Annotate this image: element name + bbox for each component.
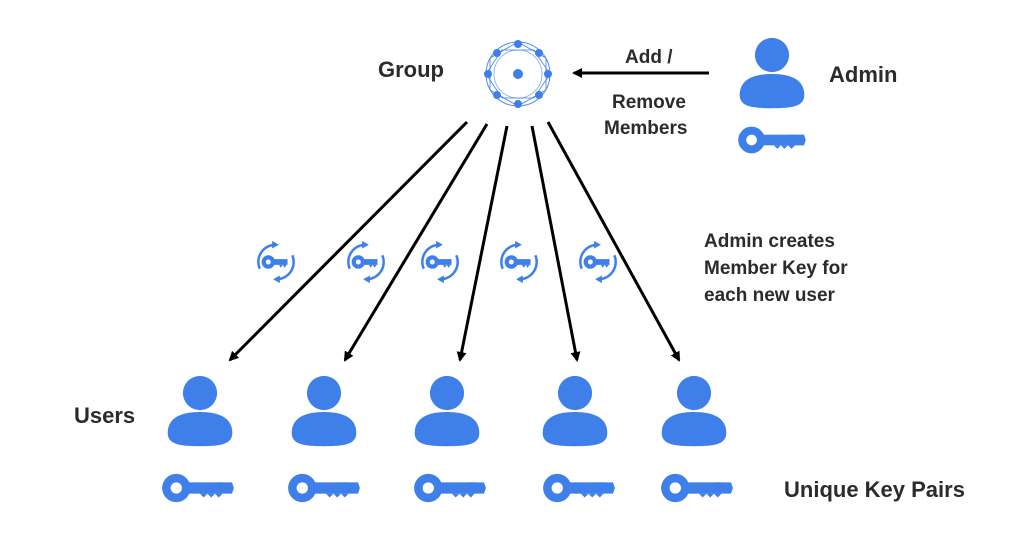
group-to-user-arrow-3 [456,125,509,362]
admin-user-icon [739,37,805,109]
note-line-2: Member Key for [704,258,848,279]
user-icon [167,375,233,447]
edge-label-add: Add / [625,47,673,68]
admin-label: Admin [829,62,897,87]
key-rotation-icon [500,239,538,285]
user-icon [414,375,480,447]
key-icon [288,473,360,503]
group-network-icon [484,40,552,108]
key-rotation-icon [579,239,617,285]
admin-key-icon [738,126,806,154]
key-icon [661,473,733,503]
key-icon [414,473,486,503]
group-to-user-arrow-4 [530,125,581,362]
key-icon [543,473,615,503]
key-icon [162,473,234,503]
user-icon [661,375,727,447]
user-icon [542,375,608,447]
group-to-user-arrow-5 [546,121,681,362]
note-line-1: Admin creates [704,231,835,252]
group-to-user-arrow-2 [343,123,489,362]
edge-label-remove: Remove [612,92,686,113]
note-line-3: each new user [704,285,836,306]
key-rotation-icon [421,239,459,285]
key-rotation-icon [347,239,385,285]
user-icon [291,375,357,447]
edge-label-members: Members [604,118,687,139]
users-label: Users [74,403,135,428]
key-rotation-icon [257,239,295,285]
group-to-user-arrow-1 [228,120,469,362]
keys-label: Unique Key Pairs [784,477,965,502]
group-label: Group [378,57,444,82]
